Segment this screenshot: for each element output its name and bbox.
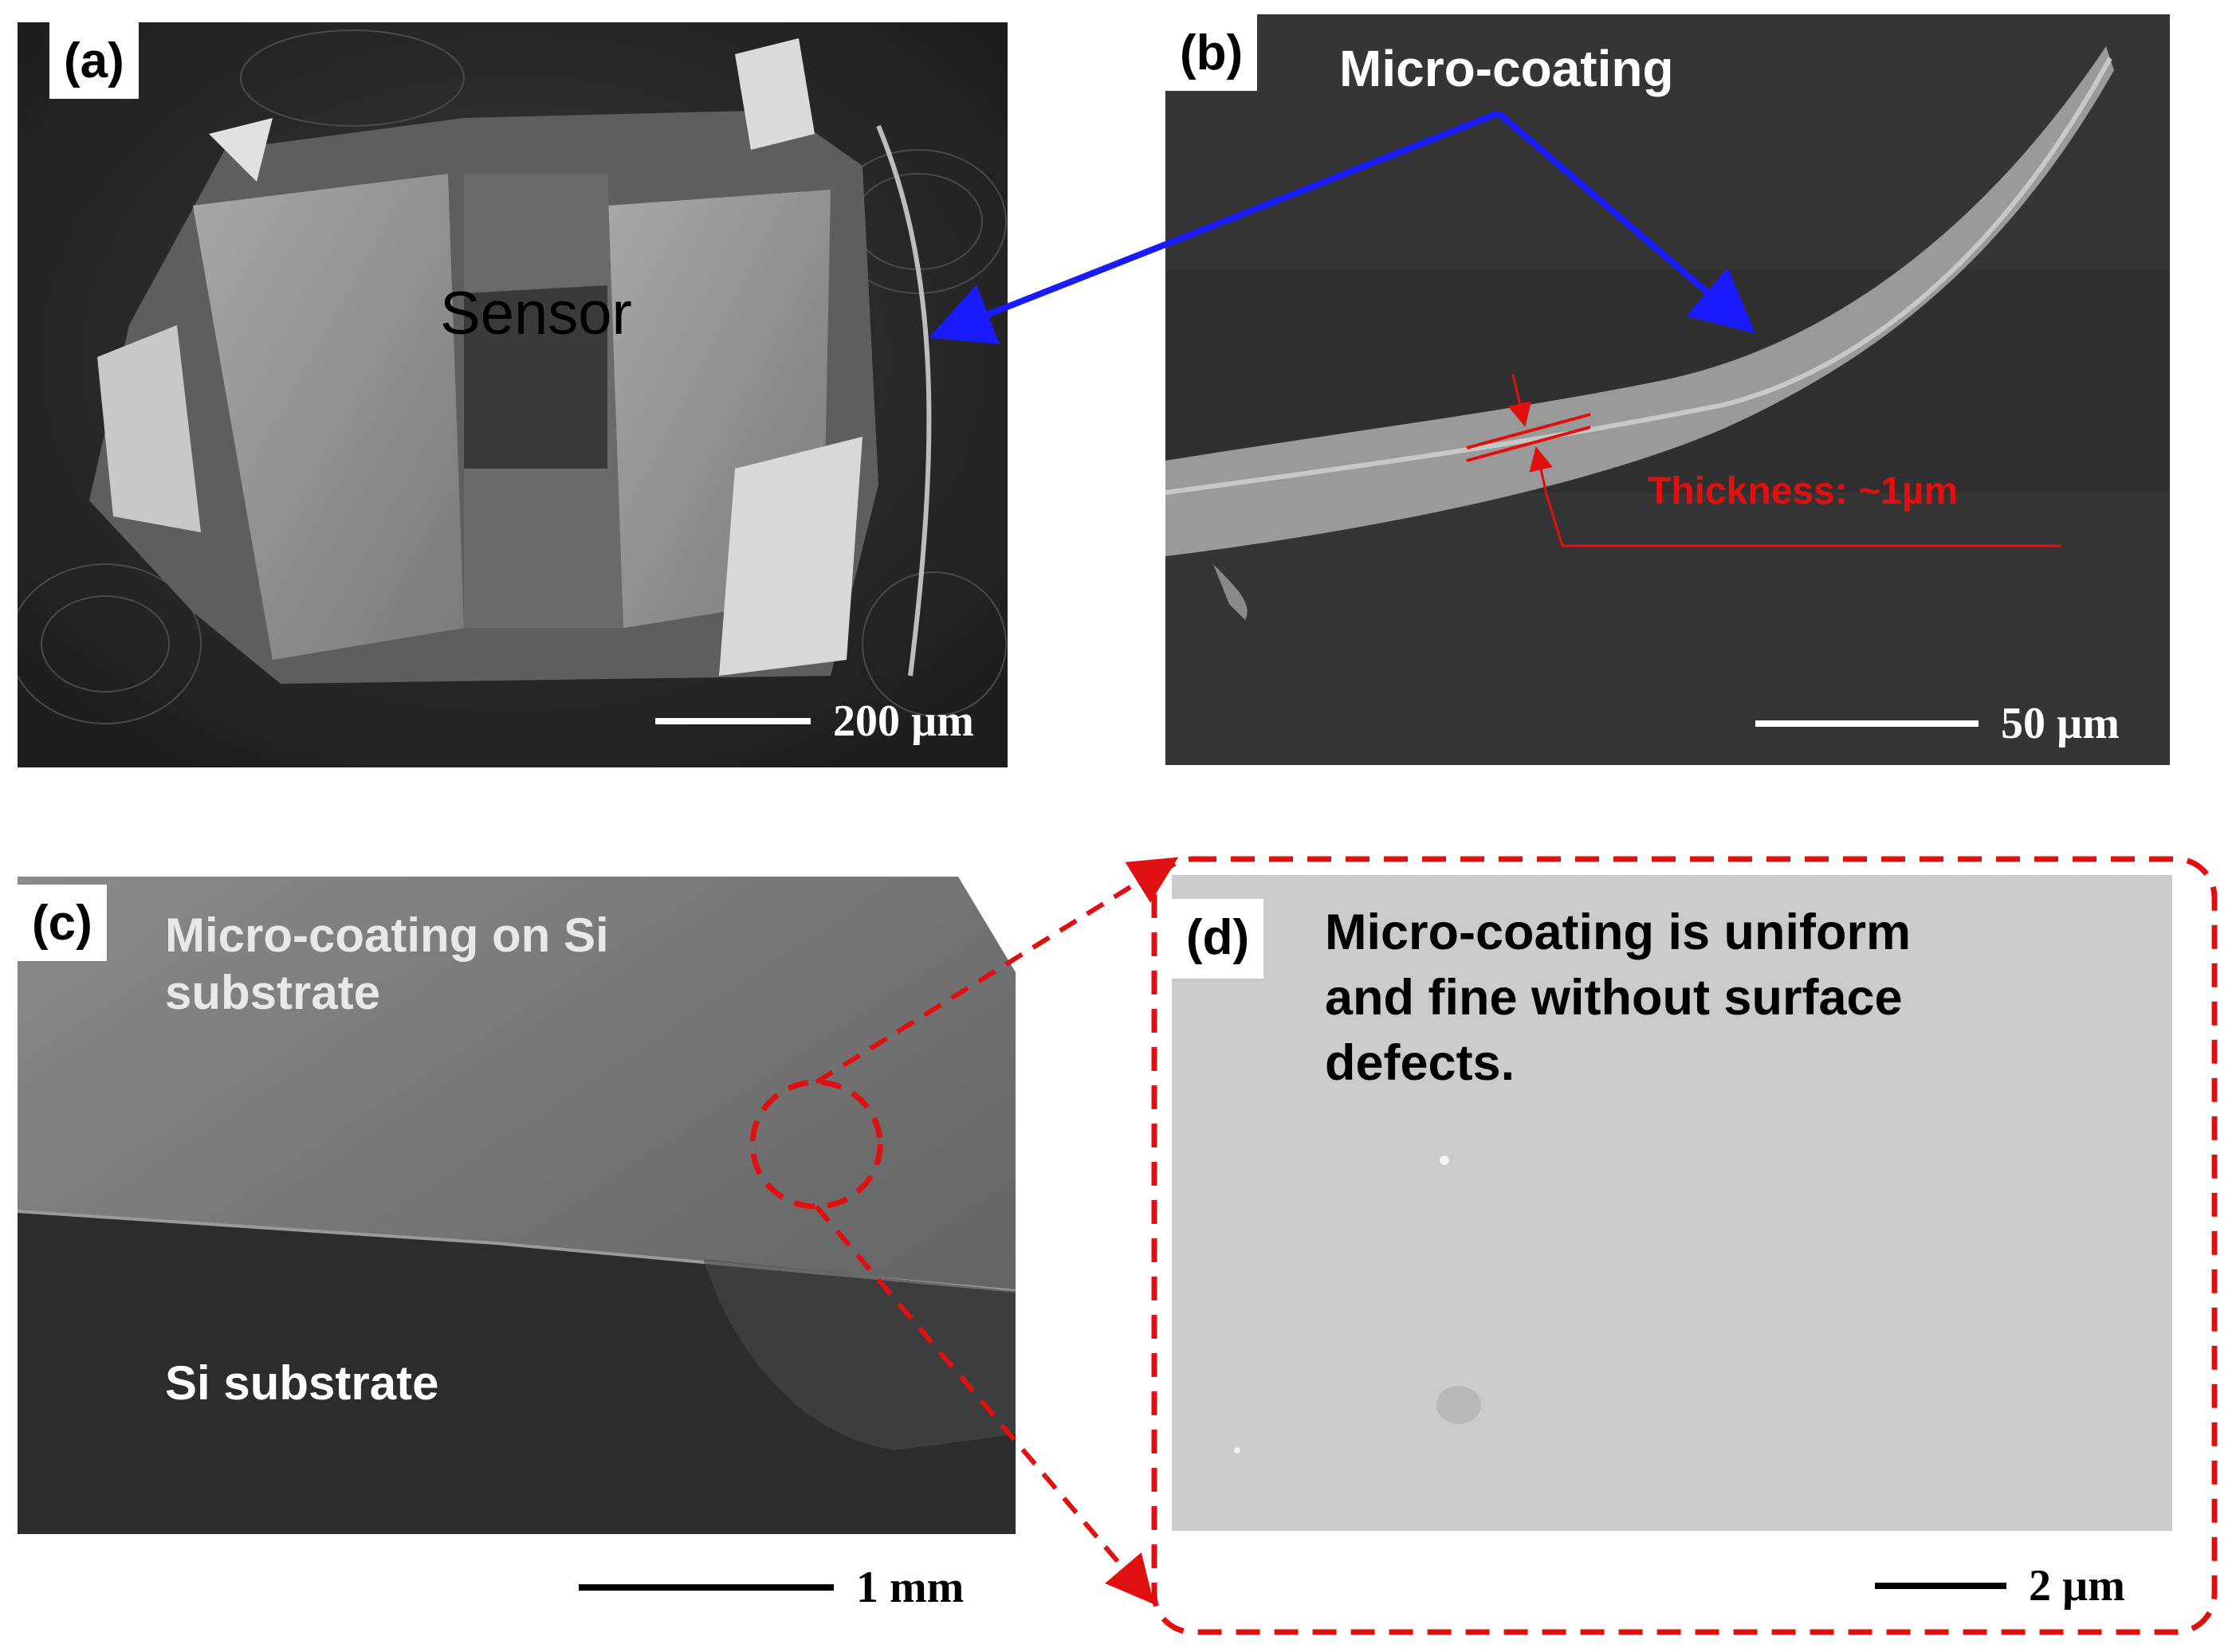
panel-c: (c) Micro-coating on Si substrate Si sub… xyxy=(18,877,1016,1534)
si-substrate-label: Si substrate xyxy=(165,1356,439,1410)
note-line3: defects. xyxy=(1325,1034,1515,1091)
micro-coating-on-si-line1: Micro-coating on Si xyxy=(165,908,609,962)
scale-bar-line xyxy=(655,718,811,724)
scale-bar-b: 50 µm xyxy=(1755,698,2120,749)
sem-image-micro-coating xyxy=(1165,14,2170,765)
scale-bar-text: 2 µm xyxy=(2029,1561,2125,1611)
sem-image-sensor xyxy=(18,22,1008,767)
scale-bar-a: 200 µm xyxy=(655,696,974,747)
panel-c-label: (c) xyxy=(18,885,107,961)
note-line1: Micro-coating is uniform xyxy=(1325,904,1912,960)
micro-coating-on-si-label: Micro-coating on Si substrate xyxy=(165,907,609,1022)
panel-d-label: (d) xyxy=(1172,899,1264,979)
scale-bar-text: 50 µm xyxy=(2001,699,2120,748)
scale-bar-text: 200 µm xyxy=(833,697,974,746)
scale-bar-line xyxy=(1875,1583,2006,1589)
panel-a: (a) Sensor 200 µm xyxy=(18,22,1008,767)
panel-d: (d) Micro-coating is uniform and fine wi… xyxy=(1172,875,2172,1531)
panel-a-label: (a) xyxy=(49,22,139,99)
panel-b: (b) Micro-coating Thickness: ~1µm 50 µm xyxy=(1165,14,2170,765)
scale-bar-c: 1 mm xyxy=(579,1562,964,1613)
scale-bar-line xyxy=(1755,720,1979,727)
panel-b-label: (b) xyxy=(1165,14,1258,91)
micro-coating-label: Micro-coating xyxy=(1339,40,1674,97)
micro-coating-on-si-line2: substrate xyxy=(165,966,381,1019)
thickness-label: Thickness: ~1µm xyxy=(1648,470,1959,512)
uniform-coating-note: Micro-coating is uniform and fine withou… xyxy=(1325,901,1911,1097)
scale-bar-text: 1 mm xyxy=(856,1563,965,1612)
sensor-label: Sensor xyxy=(440,280,632,347)
note-line2: and fine without surface xyxy=(1325,969,1903,1026)
scale-bar-d: 2 µm xyxy=(1875,1560,2125,1611)
scale-bar-line xyxy=(579,1584,834,1591)
